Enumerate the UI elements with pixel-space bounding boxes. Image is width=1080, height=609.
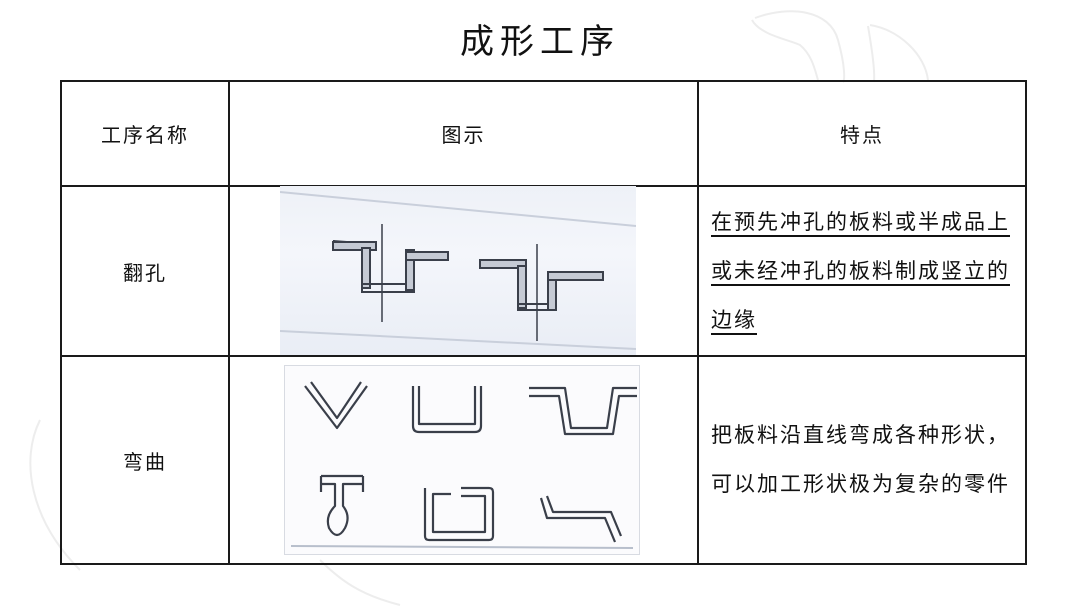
characteristics-flanging: 在预先冲孔的板料或半成品上或未经冲孔的板料制成竖立的边缘	[697, 185, 1027, 357]
bending-description: 把板料沿直线弯成各种形状，可以加工形状极为复杂的零件	[711, 423, 1010, 496]
header-characteristics: 特点	[697, 80, 1027, 187]
characteristics-bending: 把板料沿直线弯成各种形状，可以加工形状极为复杂的零件	[697, 355, 1027, 565]
process-name-flanging: 翻孔	[60, 185, 230, 357]
table-header-row: 工序名称 图示 特点	[60, 80, 1027, 187]
flanging-hole-diagram	[279, 186, 637, 355]
bending-shapes-diagram	[284, 365, 640, 555]
illustration-cell	[228, 185, 699, 357]
page-title: 成形工序	[460, 22, 620, 62]
flanging-description: 在预先冲孔的板料或半成品上或未经冲孔的板料制成竖立的边缘	[711, 209, 1010, 332]
header-illustration: 图示	[228, 80, 699, 187]
process-name-bending: 弯曲	[60, 355, 230, 565]
table-row: 弯曲	[60, 355, 1027, 565]
illustration-cell	[228, 355, 699, 565]
header-process-name: 工序名称	[60, 80, 230, 187]
table-row: 翻孔	[60, 185, 1027, 357]
forming-process-table: 工序名称 图示 特点 翻孔	[60, 80, 1027, 565]
